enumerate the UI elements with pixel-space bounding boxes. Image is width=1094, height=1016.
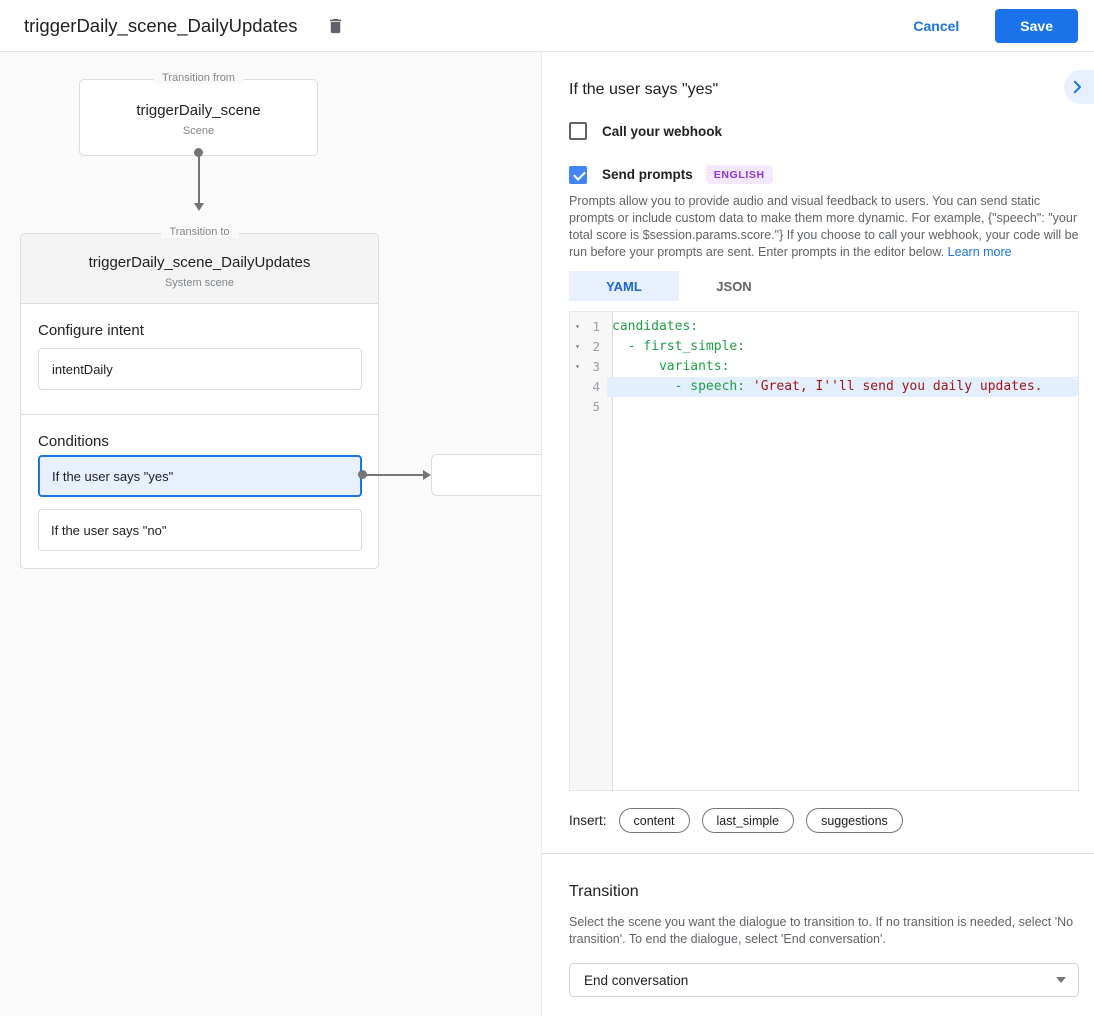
save-button[interactable]: Save [995, 8, 1078, 43]
condition-label: If the user says "no" [51, 522, 167, 538]
insert-chip[interactable]: last_simple [701, 808, 795, 833]
insert-chip[interactable]: suggestions [806, 808, 903, 833]
connector-line [363, 474, 423, 476]
fold-arrow-icon[interactable]: ▾ [575, 362, 580, 371]
insert-label: Insert: [569, 813, 607, 828]
code-line[interactable]: 5 [570, 397, 1078, 417]
description-text: Prompts allow you to provide audio and v… [569, 194, 1079, 259]
code-text: candidates: [607, 317, 1078, 337]
connector-dot-icon [194, 148, 203, 157]
insert-row: Insert: content last_simple suggestions [569, 808, 1078, 833]
condition-item[interactable]: If the user says "no" [38, 509, 362, 551]
fold-arrow-icon[interactable]: ▾ [575, 342, 580, 351]
code-line[interactable]: 4 - speech: 'Great, I''ll send you daily… [570, 377, 1078, 397]
fold-arrow-icon[interactable]: ▾ [575, 322, 580, 331]
transition-from-box[interactable]: Transition from triggerDaily_scene Scene [79, 72, 318, 156]
transition-target-box[interactable] [431, 454, 541, 496]
conditions-list: If the user says "yes" If the user says "… [38, 455, 362, 551]
webhook-checkbox[interactable] [569, 122, 587, 140]
code-text: variants: [607, 357, 1078, 377]
scene-header: triggerDaily_scene_DailyUpdates System s… [21, 234, 378, 304]
code-text: - first_simple: [607, 337, 1078, 357]
section-divider [21, 414, 378, 415]
insert-chips: content last_simple suggestions [607, 808, 903, 833]
transition-title: Transition [569, 883, 639, 900]
code-line[interactable]: ▾ 3 variants: [570, 357, 1078, 377]
arrow-right-icon [423, 470, 431, 480]
transition-select[interactable]: End conversation [569, 963, 1079, 997]
transition-from-legend: Transition from [153, 72, 244, 84]
intent-field[interactable]: intentDaily [38, 348, 362, 390]
code-text [607, 397, 1078, 417]
tab-yaml[interactable]: YAML [569, 271, 679, 301]
tab-json[interactable]: JSON [716, 278, 752, 294]
code-segment-key: variants: [612, 359, 730, 374]
learn-more-link[interactable]: Learn more [947, 245, 1012, 259]
transition-to-box: Transition to triggerDaily_scene_DailyUp… [20, 226, 379, 569]
editor-gutter [570, 312, 613, 790]
collapse-panel-button[interactable] [1064, 70, 1094, 104]
section-divider [542, 853, 1094, 854]
insert-chip[interactable]: content [618, 808, 690, 833]
fold-spacer [570, 377, 585, 397]
configure-intent-label: Configure intent [38, 322, 144, 339]
line-number: 4 [592, 379, 600, 394]
from-scene-subtitle: Scene [182, 125, 215, 137]
prompts-description: Prompts allow you to provide audio and v… [569, 193, 1079, 261]
send-prompts-checkbox[interactable] [569, 165, 587, 184]
panel-title: If the user says "yes" [569, 81, 719, 98]
transition-description: Select the scene you want the dialogue t… [569, 915, 1074, 946]
code-segment-key: candidates: [612, 319, 699, 334]
connector-line [198, 156, 200, 204]
line-number: 2 [592, 339, 600, 354]
code-lines: ▾ 1 candidates: ▾ 2 - first_simple: ▾ 3 varian… [570, 312, 1078, 417]
language-badge: ENGLISH [705, 165, 773, 184]
code-segment-key: - first_simple: [612, 339, 746, 354]
editor-tabs: YAML JSON [569, 271, 1078, 301]
condition-label: If the user says "yes" [52, 468, 174, 484]
details-panel: If the user says "yes" Call your webhook… [541, 52, 1094, 1016]
flow-canvas: Transition from triggerDaily_scene Scene… [0, 52, 541, 1016]
trash-icon [326, 16, 345, 36]
page-title: triggerDaily_scene_DailyUpdates [24, 14, 298, 36]
delete-scene-button[interactable] [324, 14, 348, 38]
send-prompts-label: Send prompts [602, 167, 693, 182]
dropdown-caret-icon [1056, 977, 1066, 983]
from-scene-title: triggerDaily_scene [136, 102, 261, 119]
code-segment-key: - speech: [612, 379, 753, 394]
condition-item[interactable]: If the user says "yes" [38, 455, 362, 497]
line-number: 5 [592, 399, 600, 414]
code-editor[interactable]: ▾ 1 candidates: ▾ 2 - first_simple: ▾ 3 varian… [569, 311, 1079, 791]
code-segment-string: 'Great, I''ll send you daily updates. [752, 379, 1043, 394]
transition-select-value: End conversation [584, 972, 689, 988]
webhook-label: Call your webhook [602, 123, 723, 139]
top-bar: triggerDaily_scene_DailyUpdates Cancel S… [0, 0, 1094, 52]
fold-spacer [570, 397, 585, 417]
conditions-label: Conditions [38, 433, 109, 450]
to-scene-subtitle: System scene [164, 277, 235, 289]
transition-to-legend: Transition to [160, 226, 239, 238]
to-scene-title: triggerDaily_scene_DailyUpdates [88, 254, 311, 271]
line-number: 1 [592, 319, 600, 334]
code-line[interactable]: ▾ 1 candidates: [570, 317, 1078, 337]
connector-dot-icon [358, 470, 367, 479]
code-line[interactable]: ▾ 2 - first_simple: [570, 337, 1078, 357]
chevron-right-icon [1068, 78, 1086, 96]
arrow-down-icon [194, 203, 204, 211]
line-number: 3 [592, 359, 600, 374]
code-text: - speech: 'Great, I''ll send you daily u… [607, 377, 1078, 397]
cancel-button[interactable]: Cancel [907, 17, 965, 35]
